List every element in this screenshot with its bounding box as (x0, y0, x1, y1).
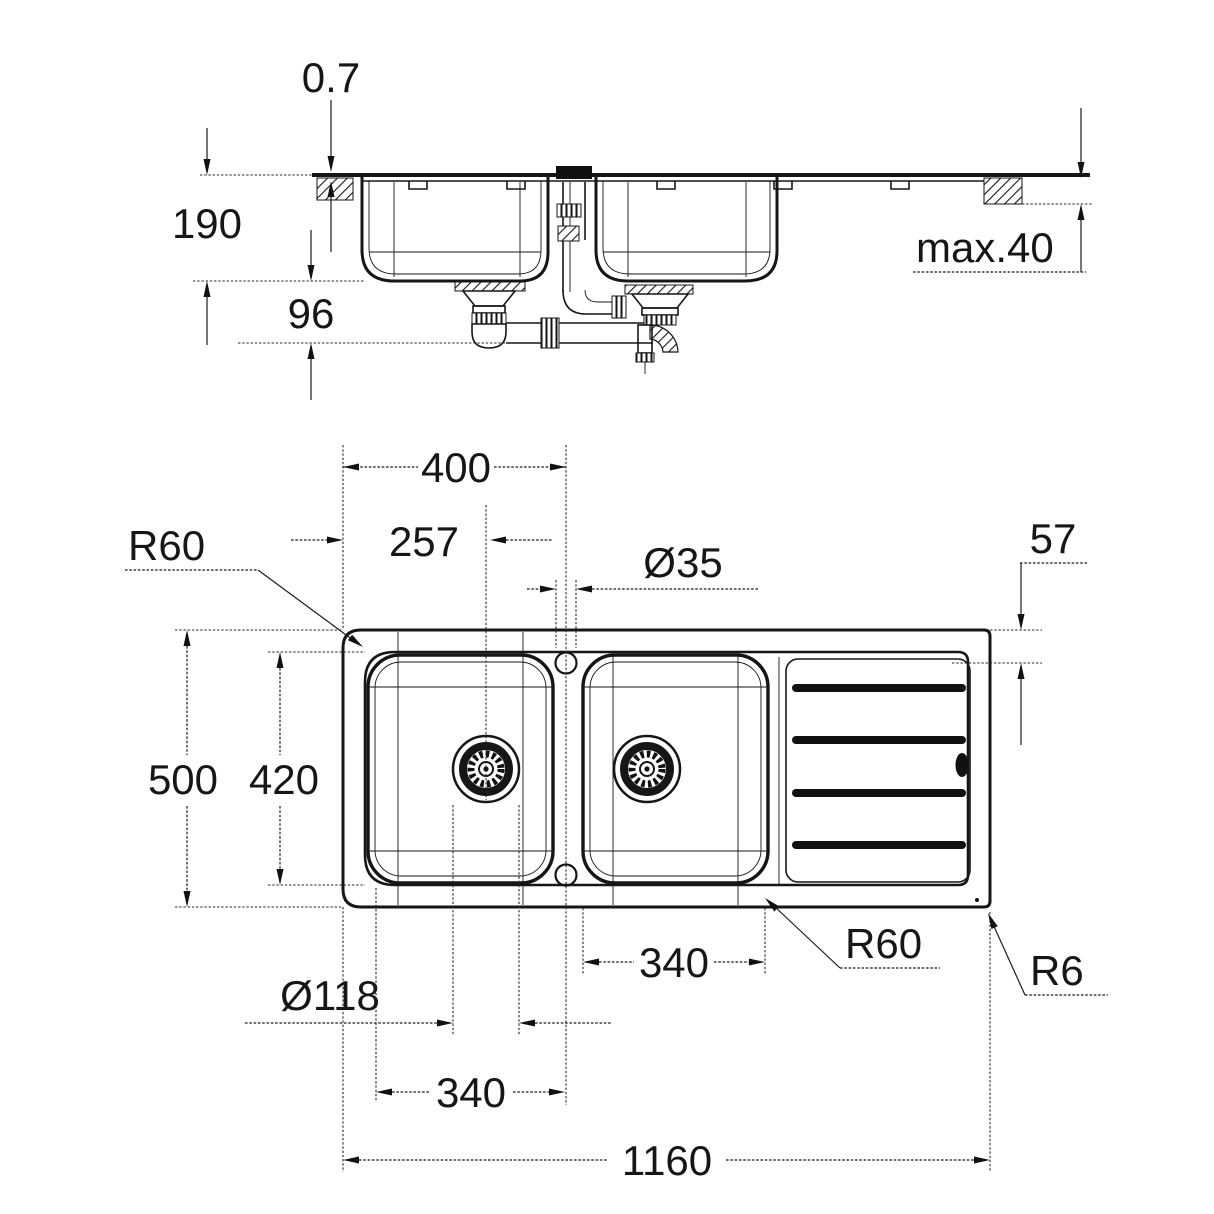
dim-overall-length: 1160 (343, 1137, 990, 1184)
bowl2-drain-trap (624, 284, 694, 374)
dim-bowl1-width: 340 (376, 1069, 565, 1116)
dim-bowl-depth: 190 (172, 128, 242, 345)
sink-inner-rim (363, 650, 970, 887)
bowl2-plan (581, 653, 770, 905)
waste-pipe (506, 317, 653, 349)
drainboard-drain-slot (955, 753, 969, 777)
overflow-pipe (556, 182, 627, 319)
bowl1-drain-trap (454, 281, 526, 349)
dim-overall-depth-label: 500 (148, 756, 218, 803)
bowl1-plan (366, 632, 555, 905)
dim-bowl-depth-label: 190 (172, 200, 242, 247)
front-knockout-hole (554, 863, 578, 887)
drainboard (778, 657, 979, 902)
dim-drain-center-from-left: 257 (291, 518, 553, 565)
dim-bowl-corner-radius-top: R60 (125, 522, 363, 647)
dim-bowl-corner-radius-bottom-label: R60 (845, 920, 922, 967)
dim-inner-rim-depth-label: 420 (249, 756, 319, 803)
dim-drainboard-rim-label: 57 (1030, 515, 1077, 562)
dim-drain-hole-diameter: Ø118 (245, 972, 612, 1027)
drainboard-ridge (792, 841, 966, 849)
dim-bowl-corner-radius-bottom: R60 (765, 898, 940, 969)
dim-outer-corner-radius-label: R6 (1030, 947, 1084, 994)
dim-max-countertop-thickness: max.40 (913, 108, 1086, 273)
elevation-view: 0.7 190 96 max.40 (172, 54, 1092, 400)
dim-outer-corner-radius: R6 (988, 913, 1108, 996)
tap-hole-plug (556, 166, 592, 179)
countertop-hatch-right (983, 177, 1023, 205)
mounting-clips (408, 181, 910, 190)
bowl2-section (594, 177, 779, 283)
dim-drainboard-rim: 57 (1017, 515, 1088, 745)
dim-max-countertop-thickness-label: max.40 (916, 224, 1054, 271)
drainboard-ridge (792, 736, 966, 744)
drainboard-ridge (792, 684, 966, 692)
dim-tap-hole-diameter-label: Ø35 (643, 539, 722, 586)
sink-outer-edge (341, 628, 992, 909)
drainboard-ridge (792, 789, 966, 797)
dim-tap-hole-diameter: Ø35 (527, 539, 758, 593)
bowl2-strainer (612, 734, 682, 804)
weep-mark (975, 898, 979, 902)
plan-view: 400 257 Ø35 57 (125, 444, 1108, 1184)
dim-rim-sheet-thickness: 0.7 (302, 54, 360, 252)
dim-tap-center-from-left: 400 (343, 444, 566, 491)
dim-drain-hole-diameter-label: Ø118 (280, 972, 380, 1019)
dim-bowl2-width: 340 (583, 939, 765, 986)
dim-inner-rim-depth: 420 (249, 652, 319, 885)
bowl1-section (360, 177, 550, 283)
dim-bowl-corner-radius-top-label: R60 (128, 522, 205, 569)
dim-trap-clearance-label: 96 (288, 290, 335, 337)
dim-rim-sheet-thickness-label: 0.7 (302, 54, 360, 101)
dim-bowl1-width-label: 340 (436, 1069, 506, 1116)
dim-trap-clearance: 96 (288, 230, 335, 400)
plan-extension-lines (175, 445, 1042, 1172)
dim-drain-center-from-left-label: 257 (389, 518, 459, 565)
dim-overall-depth: 500 (148, 630, 218, 907)
dim-tap-center-from-left-label: 400 (421, 444, 491, 491)
countertop-hatch-left (316, 177, 354, 201)
dim-overall-length-label: 1160 (622, 1137, 712, 1184)
dim-bowl2-width-label: 340 (639, 939, 709, 986)
